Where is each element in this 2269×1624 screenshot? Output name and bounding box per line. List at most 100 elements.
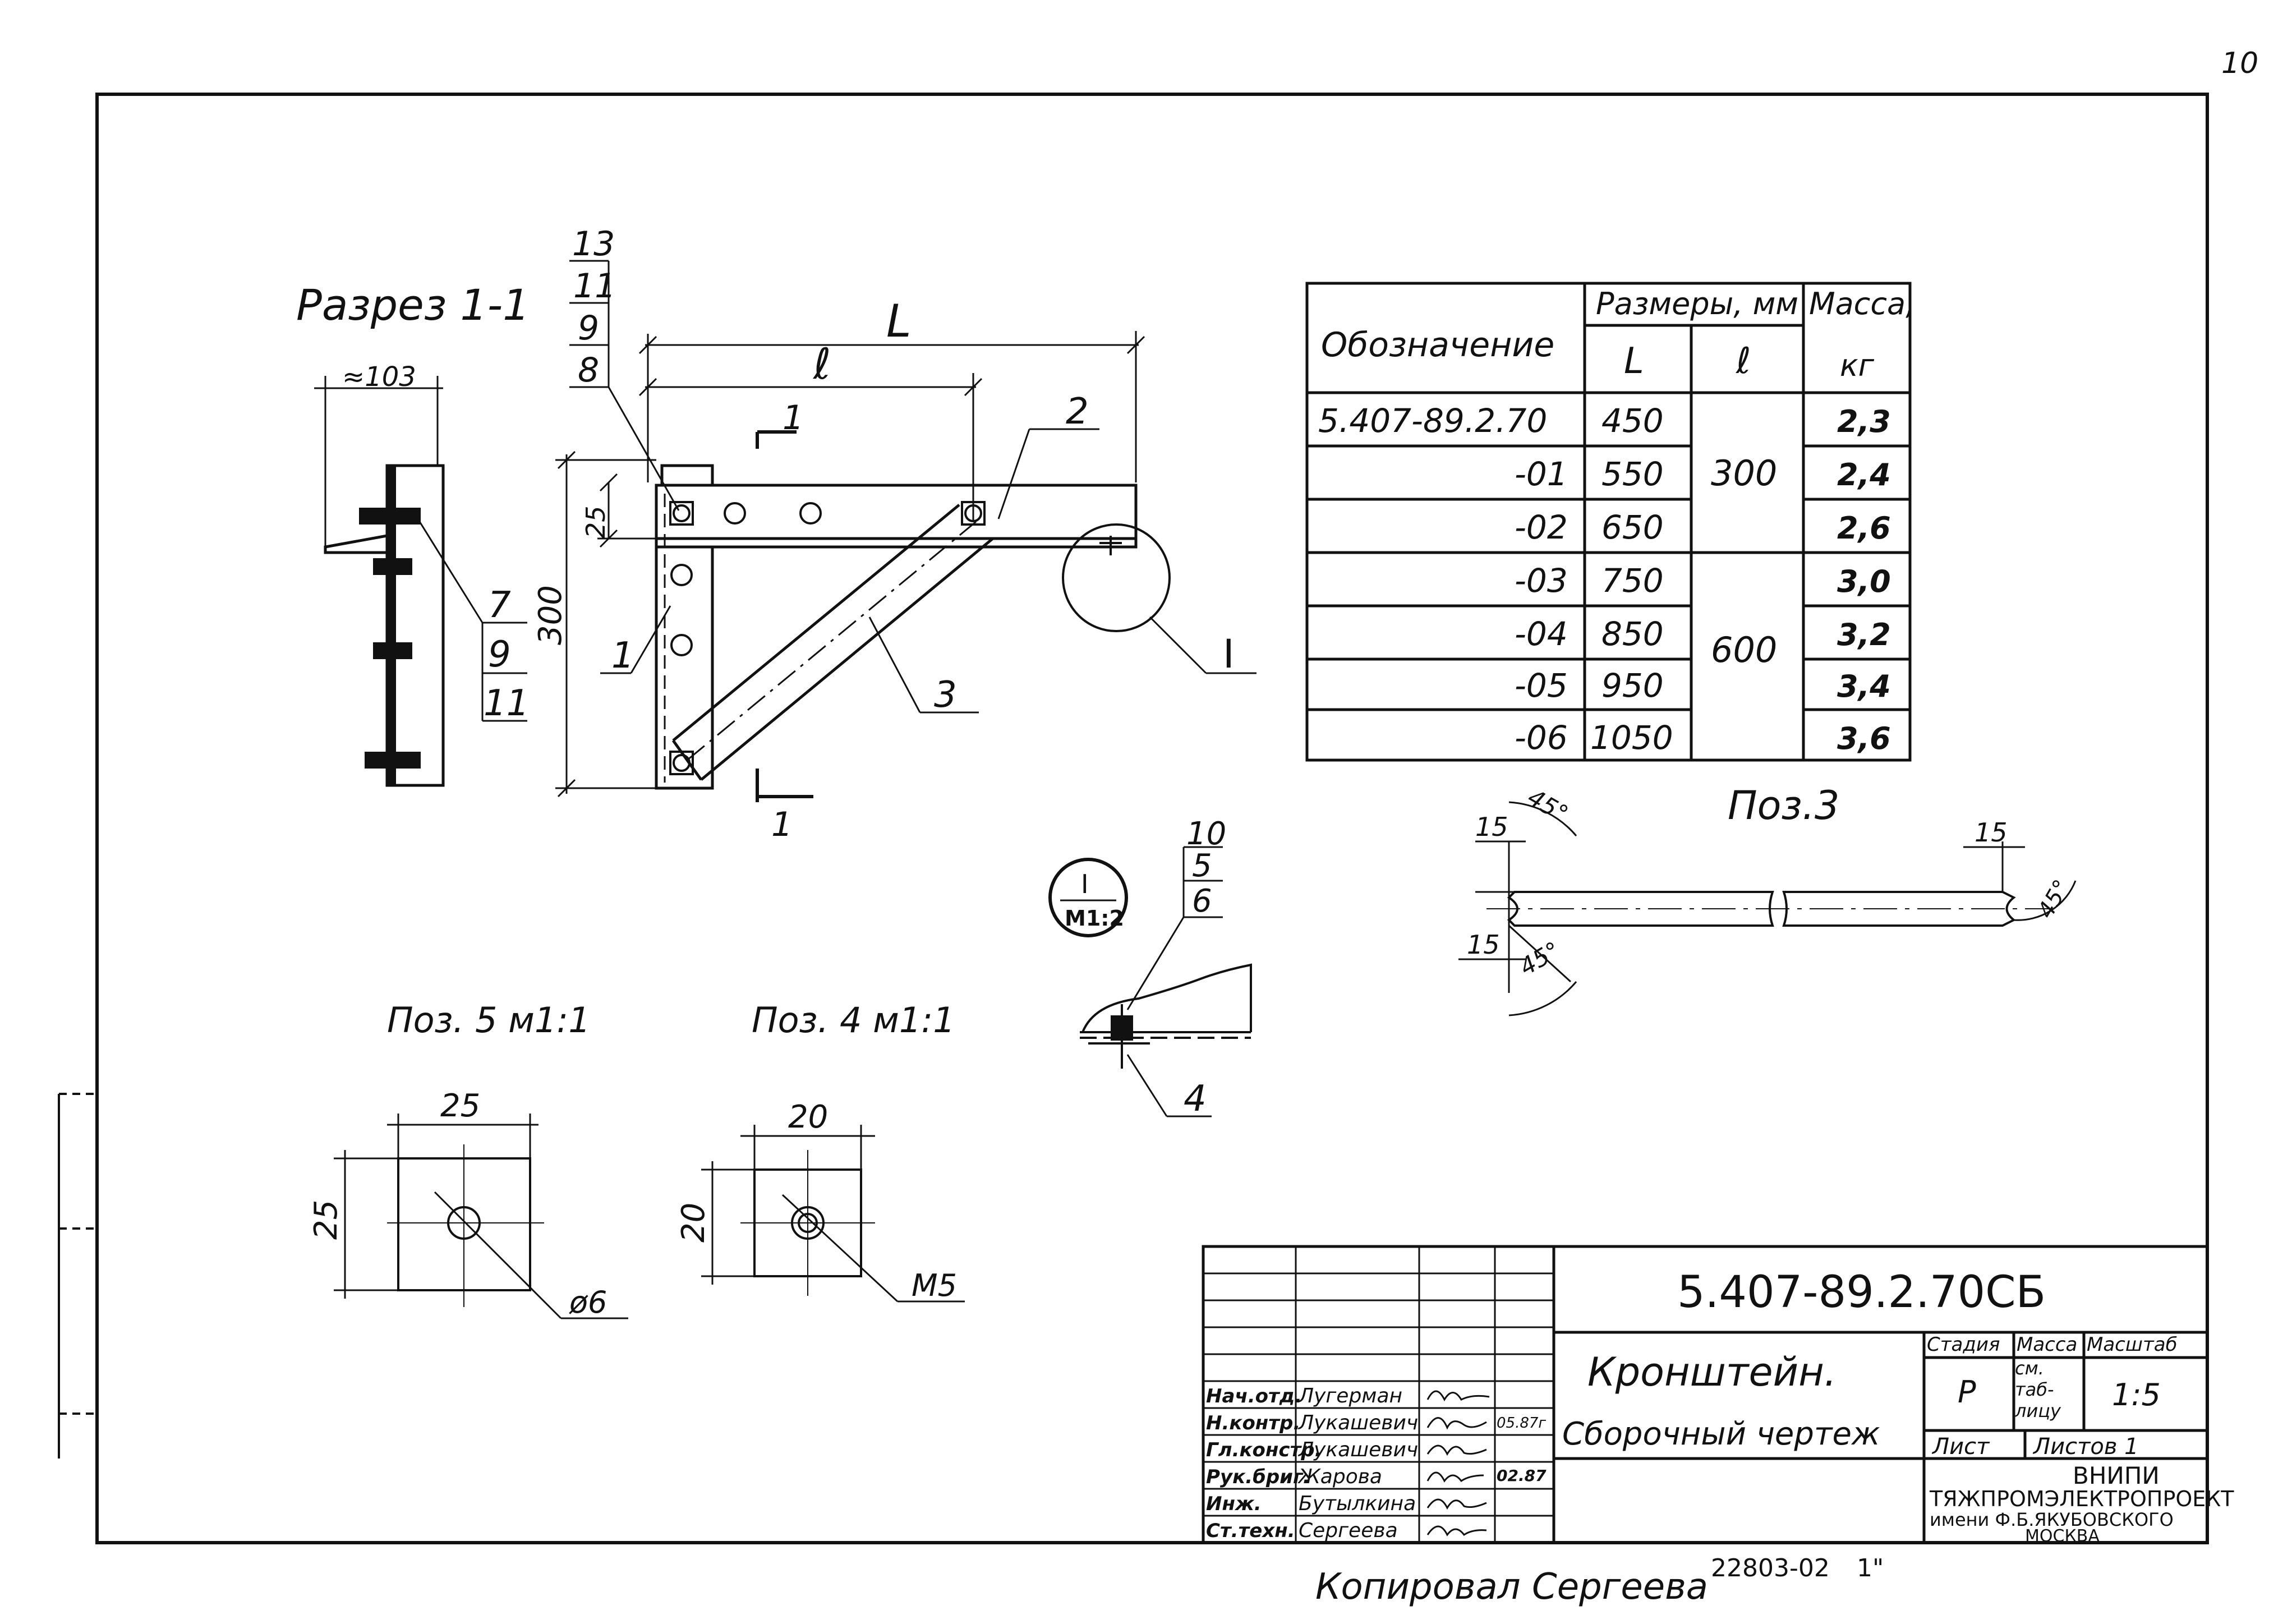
- detail-badge-top: I: [1081, 869, 1089, 899]
- callout-8: 8: [578, 351, 599, 390]
- hdr-L: L: [1624, 341, 1644, 382]
- l-group-300: 300: [1711, 453, 1777, 494]
- row-designation: -04: [1515, 615, 1568, 653]
- signature: [1426, 1498, 1487, 1510]
- pos3-view: Поз.3 15 45° 15 45° 15 45°: [1458, 783, 2077, 1016]
- section-mark-bottom: 1: [771, 805, 793, 844]
- binding-marks: [58, 1093, 97, 1459]
- bracket-bolts: [669, 501, 986, 775]
- row-L: 650: [1601, 508, 1664, 546]
- scale-header: Масштаб: [2087, 1333, 2178, 1356]
- footer-format: 1": [1857, 1554, 1884, 1582]
- footer-copied: Копировал Сергеева: [1315, 1566, 1708, 1608]
- table-row: -06 1050 3,6: [1515, 719, 1891, 757]
- section-bolts: [359, 508, 421, 769]
- section-mark-top: 1: [783, 398, 804, 438]
- org-line1: ВНИПИ: [2073, 1462, 2160, 1489]
- signer-name: Лукашевич: [1297, 1438, 1418, 1461]
- title-block: Нач.отд. Лугерман Н.контр. Лукашевич 05.…: [1202, 1245, 2234, 1546]
- signer-row: Нач.отд. Лугерман: [1206, 1384, 1490, 1407]
- row-mass: 2,3: [1837, 404, 1891, 439]
- org-line4: МОСКВА: [2025, 1526, 2100, 1546]
- pos4-dim-h: 20: [675, 1203, 712, 1243]
- date-1: 05.87г: [1497, 1415, 1546, 1432]
- pos3-dim-45-bottom: 45°: [1515, 936, 1565, 981]
- row-L: 750: [1601, 562, 1664, 600]
- signature: [1426, 1444, 1487, 1456]
- mass-header: Масса: [2017, 1333, 2077, 1356]
- signer-role: Нач.отд.: [1206, 1385, 1302, 1407]
- dim-300: 300: [532, 585, 569, 645]
- row-L: 950: [1601, 666, 1664, 705]
- pos5-dim-h: 25: [308, 1200, 344, 1240]
- dim-l: ℓ: [812, 339, 831, 389]
- row-designation: -03: [1515, 562, 1568, 600]
- callout-6: 6: [1192, 883, 1212, 919]
- pos3-dim-15-right: 15: [1975, 817, 2008, 848]
- signature: [1426, 1525, 1487, 1536]
- detail-mark-I: I: [1223, 631, 1235, 677]
- table-row: -03 750 3,0: [1515, 562, 1891, 600]
- pos5-view: Поз. 5 м1:1 25 25 ø6: [308, 1000, 628, 1320]
- signer-name: Сергеева: [1299, 1519, 1398, 1542]
- callout-pos4: 4: [1184, 1078, 1207, 1120]
- row-mass: 2,6: [1837, 510, 1891, 546]
- signer-row: Ст.техн. Сергеева: [1206, 1519, 1487, 1542]
- table-row: -04 850 3,2: [1515, 615, 1891, 653]
- signer-role: Гл.констр.: [1206, 1439, 1322, 1461]
- section-title: Разрез 1-1: [296, 280, 530, 330]
- stage-header: Стадия: [1927, 1333, 2000, 1356]
- row-L: 850: [1601, 615, 1664, 653]
- signer-role: Н.контр.: [1206, 1412, 1300, 1434]
- row-mass: 3,2: [1837, 617, 1891, 652]
- signer-role: Ст.техн.: [1206, 1520, 1295, 1542]
- section-1-1-view: Разрез 1-1 ≈103 7 9 11: [296, 280, 530, 787]
- row-designation: -05: [1515, 666, 1568, 705]
- detail-I-view: I M1:2 10 5 6 4: [1048, 816, 1252, 1120]
- pos5-title: Поз. 5 м1:1: [387, 1000, 591, 1041]
- doc-name-line1: Кронштейн.: [1587, 1349, 1837, 1395]
- table-row: 5.407-89.2.70 450 2,3: [1318, 402, 1891, 440]
- callout-pos2: 2: [1066, 391, 1089, 433]
- callout-5: 5: [1192, 848, 1212, 884]
- pos4-view: Поз. 4 м1:1 20 20 M5: [675, 1000, 965, 1303]
- pos4-dim-w: 20: [788, 1099, 828, 1135]
- date-2: 02.87: [1497, 1466, 1547, 1485]
- callout-9: 9: [488, 634, 511, 675]
- signer-name: Жарова: [1297, 1465, 1382, 1488]
- dim-25: 25: [581, 505, 611, 539]
- callout-10: 10: [1186, 816, 1226, 852]
- pos4-hole: M5: [912, 1268, 957, 1303]
- row-mass: 2,4: [1837, 457, 1891, 493]
- sheets-label: Листов 1: [2032, 1434, 2139, 1460]
- signer-row: Гл.констр. Лукашевич: [1206, 1438, 1487, 1461]
- callout-7: 7: [488, 585, 511, 626]
- pos3-title: Поз.3: [1728, 783, 1839, 829]
- row-L: 550: [1601, 455, 1664, 493]
- row-mass: 3,6: [1837, 721, 1891, 756]
- signature: [1426, 1390, 1490, 1402]
- signer-role: Инж.: [1206, 1493, 1262, 1515]
- doc-code: 5.407-89.2.70СБ: [1677, 1267, 2046, 1318]
- signer-row: Инж. Бутылкина: [1206, 1492, 1487, 1515]
- pos3-dim-15-top: 15: [1475, 812, 1508, 842]
- detail-badge-bottom: M1:2: [1065, 906, 1124, 931]
- signer-row: Рук.бриг. Жарова 02.87: [1206, 1465, 1547, 1488]
- hdr-designation: Обозначение: [1321, 325, 1554, 365]
- scale-value: 1:5: [2112, 1377, 2161, 1413]
- sheet-number: 10: [2221, 47, 2258, 80]
- table-row: -05 950 3,4: [1515, 666, 1891, 705]
- pos3-dim-45-top: 45°: [1523, 783, 1573, 828]
- pos5-dim-w: 25: [440, 1088, 480, 1124]
- callout-11: 11: [484, 683, 529, 724]
- hdr-mass: Масса,: [1809, 286, 1915, 321]
- row-mass: 3,4: [1837, 669, 1891, 704]
- callout-9-top: 9: [578, 309, 599, 348]
- sheet-frame: [95, 93, 2209, 1544]
- row-designation: -06: [1515, 719, 1568, 757]
- signature: [1426, 1471, 1484, 1483]
- pos4-title: Поз. 4 м1:1: [752, 1000, 955, 1041]
- org-line3: имени Ф.Б.ЯКУБОВСКОГО: [1930, 1509, 2174, 1530]
- org-line2: ТЯЖПРОМЭЛЕКТРОПРОЕКТ: [1929, 1487, 2234, 1511]
- signer-row: Н.контр. Лукашевич 05.87г: [1206, 1411, 1546, 1434]
